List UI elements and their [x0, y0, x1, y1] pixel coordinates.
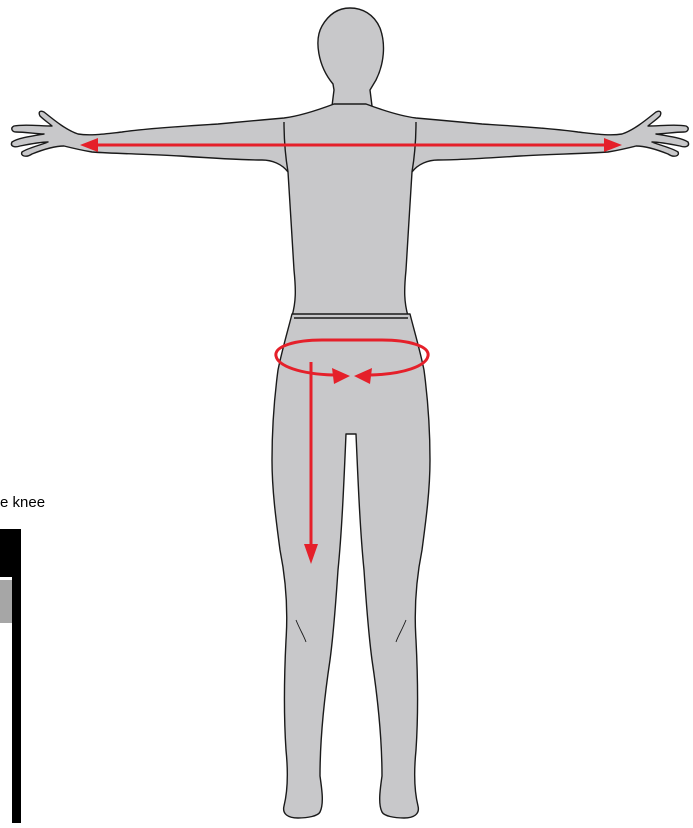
size-table-fragment	[0, 529, 21, 823]
head	[318, 8, 384, 106]
torso-arms	[11, 104, 688, 316]
measurement-caption: e knee	[0, 494, 45, 511]
human-silhouette	[11, 8, 688, 818]
legs	[272, 314, 430, 818]
table-border	[12, 529, 21, 823]
